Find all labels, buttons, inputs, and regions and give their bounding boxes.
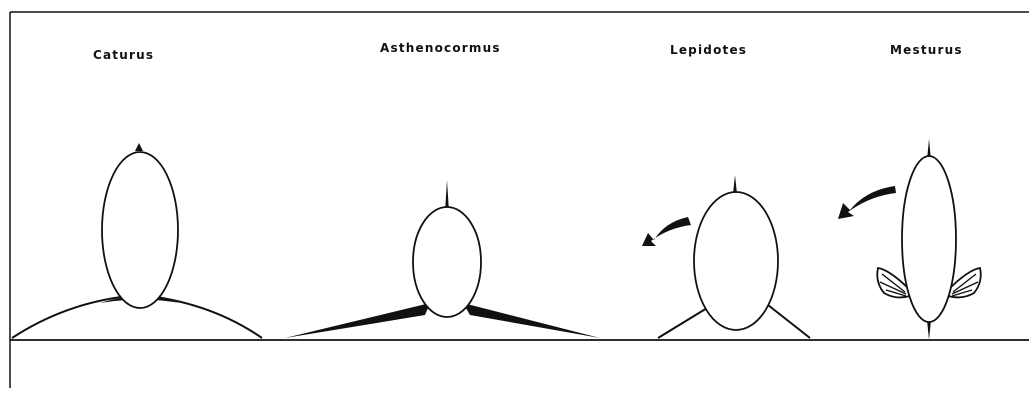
asthenocormus-right-fin bbox=[463, 303, 600, 338]
asthenocormus-figure bbox=[285, 180, 600, 338]
lepidotes-body-section bbox=[694, 192, 778, 330]
asthenocormus-left-fin bbox=[285, 303, 430, 338]
caturus-dorsal-fin bbox=[135, 143, 143, 151]
caturus-body-section bbox=[102, 152, 178, 308]
mesturus-rotation-arrow bbox=[838, 186, 896, 219]
asthenocormus-label: Asthenocormus bbox=[380, 41, 501, 55]
caturus-figure bbox=[12, 143, 262, 338]
mesturus-label: Mesturus bbox=[890, 43, 963, 57]
caturus-label: Caturus bbox=[93, 48, 154, 62]
lepidotes-rotation-arrow bbox=[642, 217, 691, 246]
mesturus-body-section bbox=[902, 156, 956, 322]
asthenocormus-body-section bbox=[413, 207, 481, 317]
lepidotes-label: Lepidotes bbox=[670, 43, 747, 57]
mesturus-ventral-keel bbox=[927, 320, 931, 340]
mesturus-figure bbox=[838, 139, 981, 340]
lepidotes-figure bbox=[642, 175, 810, 338]
